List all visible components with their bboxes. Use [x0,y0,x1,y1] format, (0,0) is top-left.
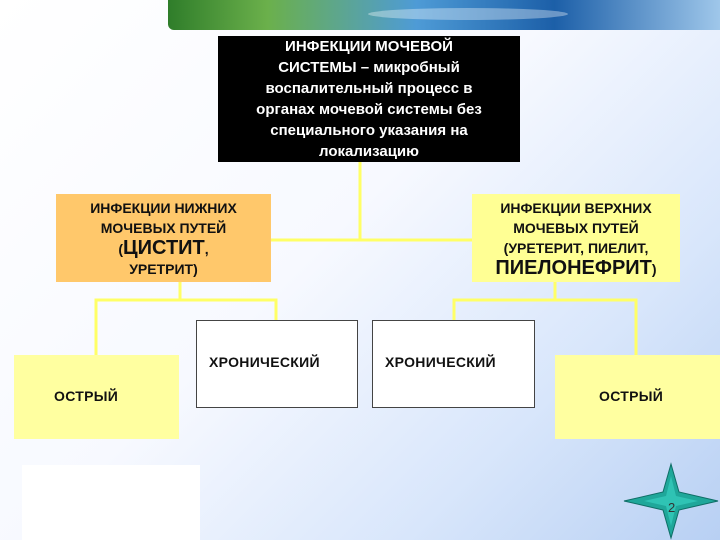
lower-line-2: МОЧЕВЫХ ПУТЕЙ [100,219,227,236]
lower-open-paren: ( [118,240,124,257]
root-line-6: локализацию [319,143,419,160]
lower-tract-box: ИНФЕКЦИИ НИЖНИХ МОЧЕВЫХ ПУТЕЙ (ЦИСТИТ, У… [56,194,271,282]
lower-comma: , [204,240,209,257]
chronic-right-label: ХРОНИЧЕСКИЙ [385,354,496,370]
acute-right-label: ОСТРЫЙ [599,388,664,404]
chronic-left-label: ХРОНИЧЕСКИЙ [209,354,320,370]
upper-close-paren: ) [651,260,657,277]
acute-left-label: ОСТРЫЙ [54,388,119,404]
header-banner [168,0,720,30]
upper-line-1: ИНФЕКЦИИ ВЕРХНИХ [500,199,652,216]
chronic-left-box: ХРОНИЧЕСКИЙ [196,320,358,408]
root-line-2: СИСТЕМЫ – микробный [278,59,460,76]
pyelonephritis-label: ПИЕЛОНЕФРИТ [495,256,652,279]
lower-line-1: ИНФЕКЦИИ НИЖНИХ [90,199,237,216]
upper-line-2: МОЧЕВЫХ ПУТЕЙ [513,219,639,236]
acute-right-box: ОСТРЫЙ [555,355,720,439]
page-number: 2 [668,500,676,515]
cystitis-label: ЦИСТИТ [123,236,205,259]
lower-to-chronic-line [180,298,278,320]
banner-wave [368,8,568,20]
acute-left-box: ОСТРЫЙ [14,355,179,439]
root-line-4: органах мочевой системы без [256,101,482,118]
chronic-right-box: ХРОНИЧЕСКИЙ [372,320,535,408]
root-line-3: воспалительный процесс в [265,80,473,97]
lower-line-4: УРЕТРИТ) [129,260,198,277]
root-box-uti: ИНФЕКЦИИ МОЧЕВОЙ СИСТЕМЫ – микробный вос… [218,36,520,162]
upper-branch-line [452,298,638,355]
lower-to-acute-line [94,282,182,355]
lower-line-3: (ЦИСТИТ, [118,238,208,259]
root-line-1: ИНФЕКЦИИ МОЧЕВОЙ [285,38,453,55]
compass-star-icon [623,462,719,540]
upper-tract-box: ИНФЕКЦИИ ВЕРХНИХ МОЧЕВЫХ ПУТЕЙ (УРЕТЕРИТ… [472,194,680,282]
bottom-left-panel [22,465,200,540]
root-line-5: специального указания на [270,122,468,139]
upper-line-4: ПИЕЛОНЕФРИТ) [495,258,656,279]
upper-line-3: (УРЕТЕРИТ, ПИЕЛИТ, [503,239,649,256]
